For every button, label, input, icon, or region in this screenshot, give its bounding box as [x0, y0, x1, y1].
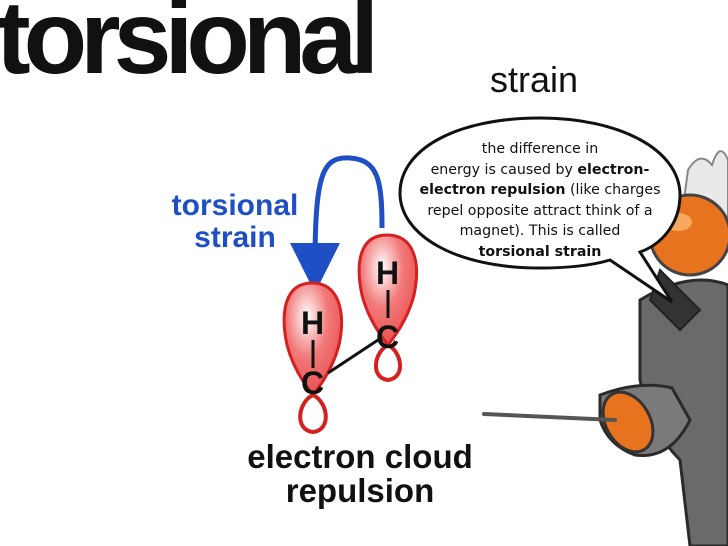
- bottom-label-line-1: electron cloud: [247, 438, 473, 475]
- bubble-line-1: the difference in: [481, 141, 599, 157]
- bubble-line-4: repel opposite attract think of a: [427, 202, 653, 219]
- title-main: torsional: [0, 0, 379, 96]
- curved-arrow-icon: [290, 155, 385, 293]
- side-label-line-2: strain: [194, 221, 276, 254]
- atom-back-h: H: [376, 255, 399, 291]
- atom-front-h: H: [301, 305, 324, 341]
- atom-front-c: C: [301, 365, 324, 401]
- front-orbital: [282, 281, 343, 435]
- carbon-carbon-bond: [327, 338, 379, 375]
- back-orbital: [357, 233, 418, 383]
- title-sub: strain: [490, 59, 579, 100]
- bubble-line-5: magnet). This is called: [459, 223, 621, 239]
- professor-character-icon: [482, 150, 728, 546]
- side-label-line-1: torsional: [171, 189, 299, 222]
- electron-cloud-label: electron cloud repulsion: [230, 440, 490, 508]
- speech-bubble: [398, 116, 682, 304]
- torsional-strain-label: torsional strain: [160, 190, 310, 254]
- bottom-label-line-2: repulsion: [285, 472, 435, 509]
- bubble-line-3: electron repulsion (like charges: [419, 182, 661, 198]
- bubble-line-6: torsional strain: [478, 243, 602, 260]
- speech-bubble-text: the difference in energy is caused by el…: [412, 139, 668, 262]
- atom-back-c: C: [376, 319, 399, 355]
- bubble-line-2: energy is caused by electron-: [430, 161, 650, 178]
